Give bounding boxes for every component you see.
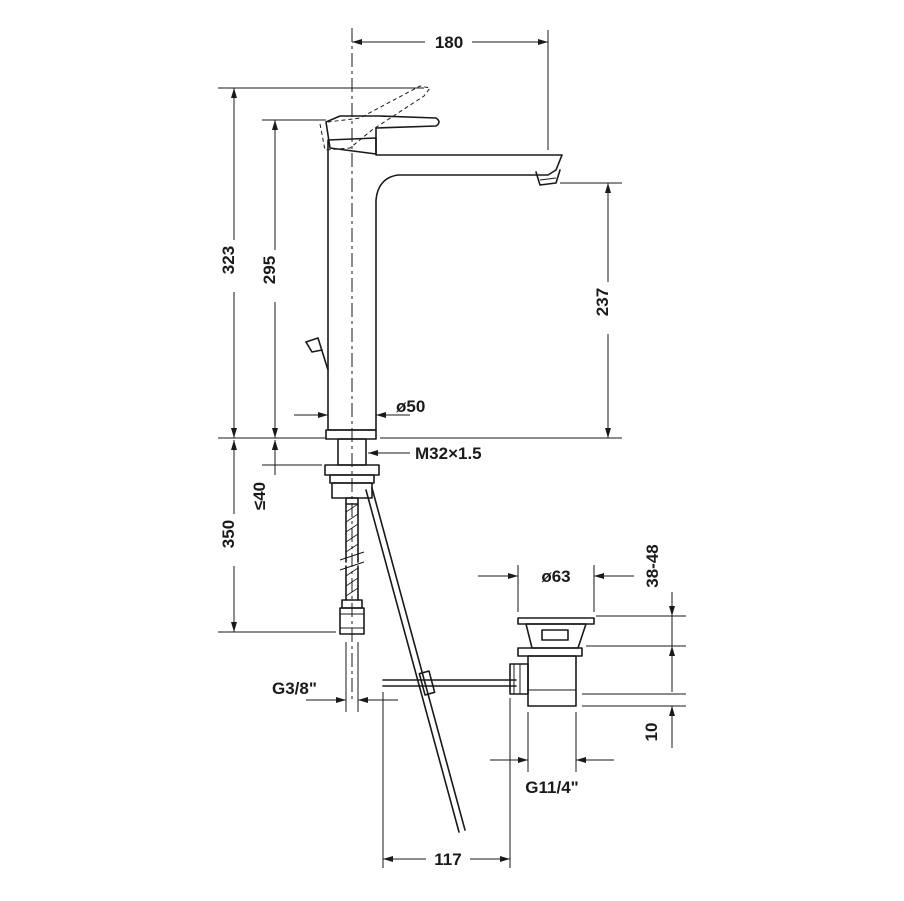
dim-hose-connection: G3/8" xyxy=(272,679,317,698)
drain-head xyxy=(525,623,587,649)
lever-handle xyxy=(325,115,440,155)
dim-drain-diameter: ø63 xyxy=(541,567,570,586)
drain-nut xyxy=(517,647,583,657)
dim-drain-gap: 10 xyxy=(642,723,661,742)
dim-spout-height: 237 xyxy=(593,288,612,316)
dim-basin-thickness: 38-48 xyxy=(643,544,662,587)
drain-flange xyxy=(517,617,595,625)
drain-side-port xyxy=(509,663,529,695)
hose-upper xyxy=(345,503,359,563)
rod-clamp xyxy=(418,670,436,696)
dim-spout-reach: 180 xyxy=(435,33,463,52)
pull-rod xyxy=(371,487,466,831)
dim-total-height: 323 xyxy=(219,246,238,274)
popup-knob-icon xyxy=(305,337,329,371)
popup-drain xyxy=(365,487,595,833)
drain-plug xyxy=(541,629,569,641)
dim-hose-length: 350 xyxy=(219,520,238,548)
lever-open-dashed xyxy=(319,85,431,151)
hose-lower xyxy=(345,565,359,601)
dim-drain-thread: G11/4" xyxy=(525,778,578,797)
dim-body-diameter: ø50 xyxy=(396,397,425,416)
hose-nut xyxy=(339,607,365,635)
faucet-body xyxy=(305,28,563,700)
base-ring xyxy=(325,429,377,440)
dim-rod-offset: 117 xyxy=(434,850,461,869)
drain-body xyxy=(527,655,577,707)
dim-deck-thickness: ≤40 xyxy=(250,482,269,510)
dim-lever-height: 295 xyxy=(260,256,279,284)
faucet-spout-outline xyxy=(327,137,563,431)
hose-braid xyxy=(345,503,359,597)
dimensions: 180 323 295 237 ø50 M32×1.5 ≤40 xyxy=(218,30,686,869)
dim-thread: M32×1.5 xyxy=(415,444,482,463)
aerator-icon xyxy=(535,169,561,186)
